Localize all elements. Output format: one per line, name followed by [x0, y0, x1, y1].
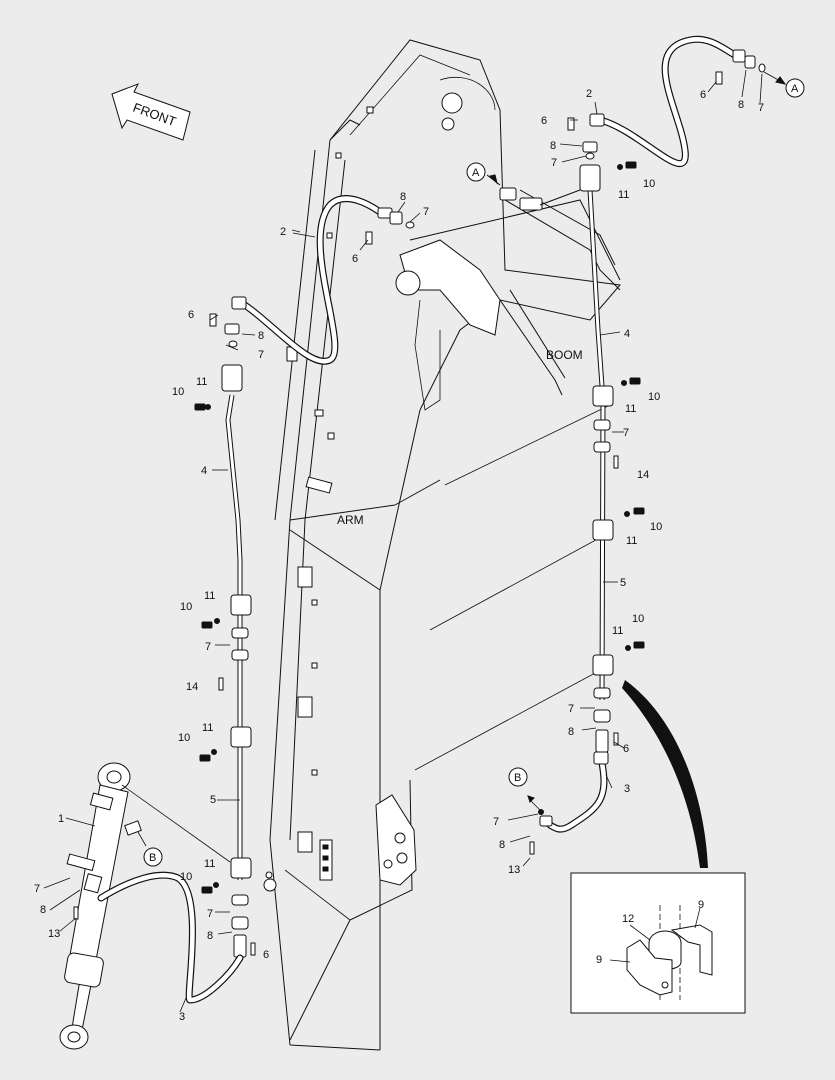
boom-label: BOOM [546, 348, 583, 362]
callout-numbers: 2 8 7 6 6 8 7 11 10 4 11 10 7 14 11 10 5… [34, 88, 764, 1023]
callout-6-d: 6 [263, 949, 269, 961]
callout-8-left: 8 [258, 330, 264, 342]
callout-7-top: 7 [423, 206, 429, 218]
callout-6-right-top: 6 [541, 115, 547, 127]
callout-7-b: 7 [205, 641, 211, 653]
arm-structure: ARM [263, 106, 611, 1051]
callout-11-r-c: 11 [626, 535, 637, 547]
ref-a-mid-label: A [472, 167, 480, 179]
callout-8-far-right: 8 [738, 99, 744, 111]
callout-10-r-d: 10 [632, 613, 644, 625]
callout-3-right: 3 [624, 783, 630, 795]
callout-9-top: 9 [698, 899, 704, 911]
callout-12: 12 [622, 913, 634, 925]
callout-3-left: 3 [179, 1011, 185, 1023]
callout-11-r-d: 11 [612, 625, 623, 637]
callout-4-right: 4 [624, 328, 630, 340]
callout-10-r-a: 10 [643, 178, 655, 190]
ref-b-left-label: B [149, 852, 156, 864]
left-clamps [221, 364, 252, 958]
callout-8-d: 8 [207, 930, 213, 942]
callout-11-b: 11 [204, 590, 215, 602]
callout-6-left: 6 [188, 309, 194, 321]
right-clamps [579, 164, 614, 753]
callout-6-top: 6 [352, 253, 358, 265]
callout-10-r-b: 10 [648, 391, 660, 403]
ref-a-top: A [763, 71, 805, 98]
leader-lines [43, 69, 763, 1013]
callout-11-r-a: 11 [618, 189, 629, 201]
callout-9-left: 9 [596, 954, 602, 966]
callout-7-r-b: 7 [623, 427, 629, 439]
callout-2-left: 2 [280, 226, 286, 238]
callout-7-far-right: 7 [758, 102, 764, 114]
callout-10-c: 10 [178, 732, 190, 744]
callout-2-right: 2 [586, 88, 592, 100]
callout-7-right-top: 7 [551, 157, 557, 169]
callout-8-cyl: 8 [40, 904, 46, 916]
ref-a-mid: A [466, 162, 486, 182]
front-arrow: FRONT [111, 83, 191, 141]
callout-10-b: 10 [180, 601, 192, 613]
callout-4-left: 4 [201, 465, 207, 477]
callout-7-left: 7 [258, 349, 264, 361]
callout-5-left: 5 [210, 794, 216, 806]
callout-8-r-e: 8 [499, 839, 505, 851]
boom-structure: BOOM [329, 39, 621, 411]
callout-7-r-e: 7 [493, 816, 499, 828]
callout-1: 1 [58, 813, 64, 825]
callout-13-right: 13 [508, 864, 520, 876]
callout-11-c: 11 [202, 722, 213, 734]
right-pipe-assembly [529, 35, 766, 855]
clamp-detail-inset [570, 680, 746, 1014]
ref-b-left: B [137, 831, 163, 867]
joint-fitting [486, 174, 581, 211]
callout-10-a: 10 [172, 386, 184, 398]
callout-7-d: 7 [207, 908, 213, 920]
callout-14-left: 14 [186, 681, 198, 693]
callout-6-far-right: 6 [700, 89, 706, 101]
callout-5-right: 5 [620, 577, 626, 589]
callout-8-r-d: 8 [568, 726, 574, 738]
callout-11-d: 11 [204, 858, 215, 870]
callout-11-r-b: 11 [625, 403, 636, 415]
callout-7-r-d: 7 [568, 703, 574, 715]
callout-6-r-d: 6 [623, 743, 629, 755]
callout-10-r-c: 10 [650, 521, 662, 533]
ref-b-right: B [508, 767, 541, 811]
left-pipe-assembly [194, 195, 415, 958]
callout-7-cyl: 7 [34, 883, 40, 895]
callout-10-d: 10 [180, 871, 192, 883]
arm-label: ARM [337, 513, 364, 527]
callout-13-left: 13 [48, 928, 60, 940]
callout-8-right-top: 8 [550, 140, 556, 152]
callout-14-right: 14 [637, 469, 649, 481]
callout-11-a: 11 [196, 376, 207, 388]
callout-8-top: 8 [400, 191, 406, 203]
bucket-cylinder [59, 762, 244, 1050]
ref-b-right-label: B [514, 772, 521, 784]
ref-a-top-label: A [791, 83, 799, 95]
